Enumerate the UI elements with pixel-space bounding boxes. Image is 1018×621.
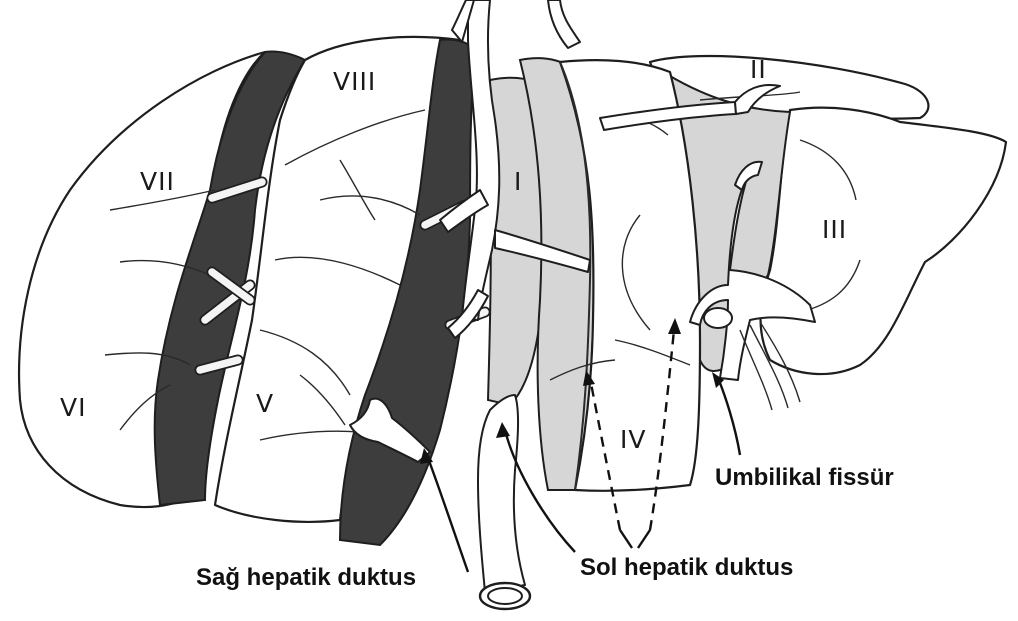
segment-iii-surface [761,108,1006,374]
umbilical-arrow-line [718,378,740,455]
callout-left-hepatic-duct: Sol hepatik duktus [580,554,793,581]
segment-label-ii: II [750,55,767,84]
top-right-branch [548,0,580,48]
segment-label-i: I [514,167,522,196]
segment-label-viii: VIII [333,67,376,96]
callout-right-hepatic-duct: Sağ hepatik duktus [196,564,416,591]
duct-lumen-inner [488,588,522,604]
segment-label-v: V [256,389,274,418]
iv-converge-line-1 [620,530,632,548]
ligamentum-ring [704,308,732,328]
segment-label-vii: VII [140,167,175,196]
segment-label-iv: IV [620,425,646,454]
segment-label-iii: III [822,215,847,244]
right-duct-arrow-line [428,458,468,572]
iv-converge-line-2 [638,530,650,548]
callout-umbilical-fissure: Umbilikal fissür [715,464,894,491]
segment-label-vi: VI [60,393,86,422]
